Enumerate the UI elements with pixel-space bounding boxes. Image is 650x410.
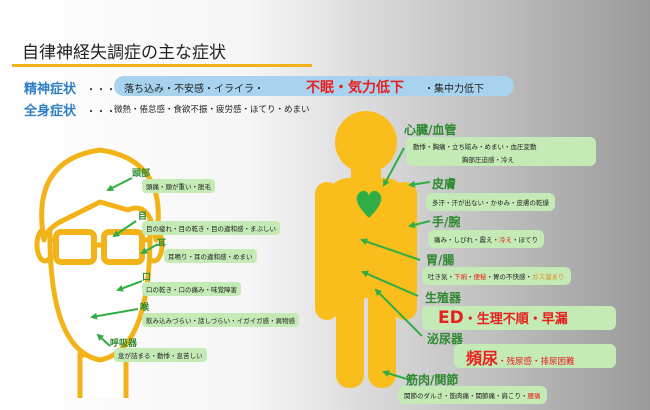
- mouth-label: 口: [142, 273, 152, 283]
- eye-label: 目: [138, 212, 148, 222]
- throat-symptoms: 飲み込みづらい・話しづらい・イガイガ感・異物感: [142, 313, 300, 327]
- gut-sep: ・: [467, 273, 474, 281]
- body-silhouette: [315, 111, 417, 388]
- reproductive-ed: ED: [438, 308, 464, 328]
- head-arrows: [90, 177, 159, 347]
- eye-symptoms: 目の疲れ・目の乾き・目の違和感・まぶしい: [142, 221, 280, 235]
- ear-label: 耳: [157, 239, 167, 249]
- muscle-label: 筋肉/関節: [406, 373, 459, 387]
- urinary-label: 泌尿器: [427, 332, 464, 346]
- physical-symptoms-text: 微熱・倦怠感・食欲不振・疲労感・ほてり・めまい: [114, 105, 310, 115]
- gut-text-red2: 便秘: [473, 273, 487, 281]
- heart-symptoms-line1: 動悸・胸痛・立ち眩み・めまい・血圧変動: [413, 143, 537, 151]
- gut-label: 胃/腸: [426, 253, 455, 267]
- title-underline: [12, 64, 312, 67]
- body-arrows: [360, 147, 431, 381]
- ear-symptoms: 耳鳴り・耳の違和感・めまい: [164, 249, 257, 263]
- muscle-text-a: 関節のダルさ・筋肉痛・関節痛・肩こり・: [404, 392, 528, 400]
- hand-text-b: ・ほてり: [512, 236, 538, 244]
- heart-symptoms-box: [406, 137, 596, 166]
- reproductive-label: 生殖器: [425, 291, 462, 305]
- mouth-symptoms: 口の乾き・口の痛み・味覚障害: [142, 282, 241, 296]
- hand-text-a: 痛み・しびれ・震え・: [434, 236, 499, 244]
- urinary-big: 頻尿: [466, 349, 499, 368]
- hand-symptoms: 痛み・しびれ・震え・冷え・ほてり: [428, 230, 544, 248]
- urinary-symptoms-box: [454, 344, 616, 368]
- muscle-symptoms: 関節のダルさ・筋肉痛・関節痛・肩こり・腰痛: [398, 386, 547, 404]
- hand-label: 手/腕: [432, 215, 461, 229]
- skin-symptoms: 多汗・汗が出ない・かゆみ・皮膚の乾燥: [426, 193, 555, 211]
- urinary-small: ・残尿感・排尿困難: [498, 357, 575, 367]
- physical-dots: ・・・: [86, 107, 116, 118]
- mental-symptoms-highlight: 不眠・気力低下: [306, 80, 404, 96]
- gut-text-red1: 下痢: [454, 273, 467, 281]
- heart-symptoms-line2: 胸部圧迫感・冷え: [462, 156, 514, 164]
- gut-symptoms: 吐き気・下痢・便秘・胃の不快感・ガス溜まり: [422, 267, 571, 285]
- urinary-symptoms: 頻尿・残尿感・排尿困難: [466, 345, 575, 369]
- reproductive-symptoms: ED・生理不順・早漏: [438, 308, 568, 328]
- throat-label: 喉: [140, 303, 150, 313]
- reproductive-symptoms-box: [422, 306, 616, 330]
- mental-dots: ・・・: [86, 85, 116, 96]
- mental-symptoms-pill: [114, 76, 514, 96]
- respiratory-label: 呼吸器: [110, 339, 138, 349]
- hand-text-red: 冷え: [499, 236, 512, 244]
- mental-symptoms-label: 精神症状: [24, 82, 77, 97]
- reproductive-rest: ・生理不順・早漏: [463, 312, 568, 327]
- mental-symptoms-text-a: 落ち込み・不安感・イライラ・: [124, 84, 264, 95]
- page-title: 自律神経失調症の主な症状: [22, 43, 226, 63]
- heart-icon: [356, 190, 382, 218]
- gut-text-orange: ガス溜まり: [532, 273, 565, 281]
- head-symptoms: 頭痛・頭が重い・脱毛: [142, 179, 215, 193]
- muscle-text-red: 腰痛: [527, 392, 541, 400]
- skin-label: 皮膚: [432, 177, 457, 191]
- head-label: 頭部: [132, 169, 151, 179]
- heart-label: 心臓/血管: [404, 123, 457, 137]
- respiratory-symptoms: 息が詰まる・動悸・息苦しい: [114, 348, 207, 362]
- gut-text-b: ・胃の不快感・: [486, 273, 533, 281]
- mental-symptoms-text-b: ・集中力低下: [424, 84, 484, 95]
- gut-text-a: 吐き気・: [428, 273, 454, 281]
- physical-symptoms-label: 全身症状: [24, 104, 77, 119]
